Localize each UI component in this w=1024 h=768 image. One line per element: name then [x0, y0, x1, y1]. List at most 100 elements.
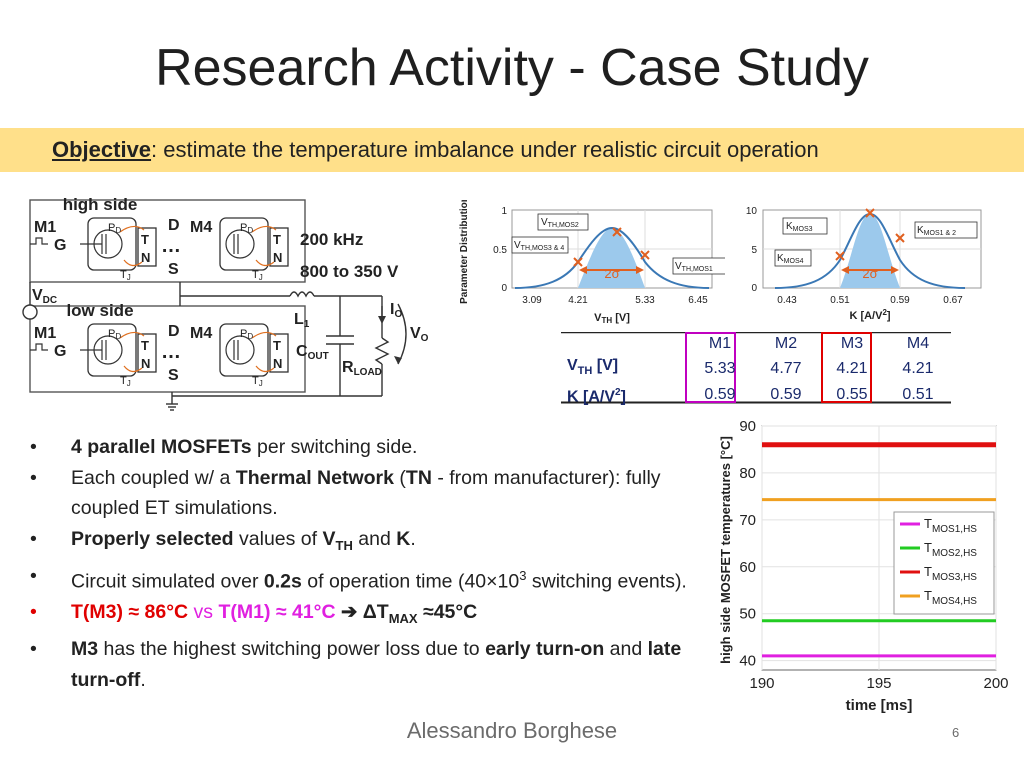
circuit-schematic: high side low side M1 M4 M1 M4 G G D S D… [22, 195, 429, 411]
l1-label: L1 [294, 311, 310, 330]
m1-low-label: M1 [34, 325, 56, 342]
x-tick-label: 195 [866, 675, 891, 692]
chart-xlabel: time [ms] [846, 697, 913, 714]
bullet-item: •Properly selected values of VTH and K. [30, 527, 416, 553]
y-tick-label: 50 [739, 606, 756, 623]
bullet-item: •Each coupled w/ a Thermal Network (TN -… [30, 466, 661, 520]
m4-low-label: M4 [190, 325, 212, 342]
footer-author: Alessandro Borghese [406, 718, 618, 743]
dots-high: … [161, 235, 181, 257]
tn-t-2: T [273, 232, 281, 247]
pd-label-1: PD [108, 222, 121, 235]
objective-label: Objective [52, 137, 152, 162]
objective-bar: Objective: estimate the temperature imba… [0, 128, 1024, 172]
pd-label-3: PD [108, 328, 121, 341]
dots-low: … [161, 341, 181, 363]
vth-xtick-4: 6.45 [688, 295, 708, 306]
y-tick-label: 80 [739, 465, 756, 482]
bullet-item: •4 parallel MOSFETs per switching side. [30, 436, 418, 458]
tn-t-4: T [273, 338, 281, 353]
gate-low-label: G [54, 343, 66, 360]
y-tick-label: 40 [739, 653, 756, 670]
k-sigma-label: 2σ [862, 266, 877, 281]
parameter-table: M1 M2 M3 M4 VTH [V] 5.33 4.77 4.21 4.21 … [561, 332, 951, 409]
table-cell-vth-m2: 4.77 [770, 359, 802, 377]
table-cell-k-m2: 0.59 [770, 386, 802, 404]
table-header-m1: M1 [708, 334, 732, 352]
vth-xlabel: VTH [V] [594, 312, 630, 325]
k-xtick-1: 0.43 [777, 295, 797, 306]
slide-title: Research Activity - Case Study [155, 39, 869, 97]
tn-n-4: N [273, 356, 282, 371]
k-xtick-3: 0.59 [890, 295, 910, 306]
io-label: IO [390, 301, 402, 320]
m3-highlight [821, 332, 872, 403]
pd-label-2: PD [240, 222, 253, 235]
tn-t-3: T [141, 338, 149, 353]
table-header-m4: M4 [906, 334, 930, 352]
source-high-label: S [168, 261, 179, 278]
m1-high-label: M1 [34, 219, 56, 236]
vth-mos2-annotation: VTH,MOS2 [541, 217, 579, 229]
vth-xtick-2: 4.21 [568, 295, 588, 306]
vth-ytick-2: 0.5 [493, 245, 507, 256]
vdc-label: VDC [32, 287, 57, 306]
k-xtick-4: 0.67 [943, 295, 963, 306]
table-cell-k-m1: 0.59 [704, 386, 736, 404]
table-cell-k-m3: 0.55 [836, 386, 868, 404]
table-row-k-label: K [A/V2] [567, 387, 626, 406]
k-ytick-2: 5 [751, 245, 757, 256]
bullet-item: •T(M3) ≈ 86°C vs T(M1) ≈ 41°C ➔ ΔTMAX ≈4… [30, 600, 478, 626]
drain-high-label: D [168, 217, 180, 234]
legend-label: TMOS1,HS [924, 516, 977, 535]
x-tick-label: 190 [749, 675, 774, 692]
parameter-table-frame [561, 332, 951, 404]
k-mos12-annotation: KMOS1 & 2 [917, 225, 956, 237]
chart-ylabel: high side MOSFET temperatures [°C] [718, 436, 733, 664]
k-mos4-annotation: KMOS4 [777, 253, 804, 265]
table-cell-vth-m3: 4.21 [836, 359, 868, 377]
k-xtick-2: 0.51 [830, 295, 850, 306]
k-xlabel: K [A/V2] [849, 308, 890, 322]
legend-label: TMOS3,HS [924, 564, 977, 583]
tn-t-1: T [141, 232, 149, 247]
low-side-label: low side [66, 301, 133, 320]
k-distribution-plot: 2σ KMOS3 KMOS1 & 2 KMOS4 10 5 0 0.43 0.5… [746, 206, 982, 322]
k-mos3-annotation: KMOS3 [786, 221, 813, 233]
k-ytick-3: 0 [751, 283, 757, 294]
bullet-item: •Circuit simulated over 0.2s of operatio… [30, 564, 687, 593]
frequency-label: 200 kHz [300, 230, 363, 249]
vth-mos1-annotation: VTH,MOS1 [675, 261, 713, 273]
high-side-label: high side [63, 195, 138, 214]
vth-xtick-3: 5.33 [635, 295, 655, 306]
y-tick-label: 90 [739, 418, 756, 435]
m4-high-label: M4 [190, 219, 212, 236]
tj-label-3: TJ [120, 375, 131, 388]
legend-label: TMOS2,HS [924, 540, 977, 559]
vth-mos34-annotation: VTH,MOS3 & 4 [514, 240, 564, 252]
chart-legend: TMOS1,HS TMOS2,HS TMOS3,HS TMOS4,HS [893, 511, 995, 615]
bullet-list: •4 parallel MOSFETs per switching side. … [30, 432, 720, 695]
table-header-m3: M3 [840, 334, 864, 352]
tj-label-1: TJ [120, 269, 131, 282]
bullet-item: •M3 has the highest switching power loss… [30, 638, 682, 691]
vo-label: VO [410, 325, 429, 344]
vth-xtick-1: 3.09 [522, 295, 542, 306]
y-tick-label: 70 [739, 512, 756, 529]
tn-n-3: N [141, 356, 150, 371]
rload-label: RLOAD [342, 359, 382, 378]
vth-distribution-plot: 2σ VTH,MOS2 VTH,MOS3 & 4 VTH,MOS1 1 0.5 … [459, 200, 725, 325]
table-cell-k-m4: 0.51 [902, 386, 934, 404]
tn-n-1: N [141, 250, 150, 265]
legend-label: TMOS4,HS [924, 588, 977, 607]
voltage-range-label: 800 to 350 V [300, 262, 399, 281]
source-low-label: S [168, 367, 179, 384]
m1-highlight [685, 332, 736, 403]
chart-grid [761, 425, 997, 670]
vth-ylabel: Parameter Distribution [459, 200, 470, 304]
k-ytick-1: 10 [746, 206, 758, 217]
chart-series [762, 442, 996, 658]
